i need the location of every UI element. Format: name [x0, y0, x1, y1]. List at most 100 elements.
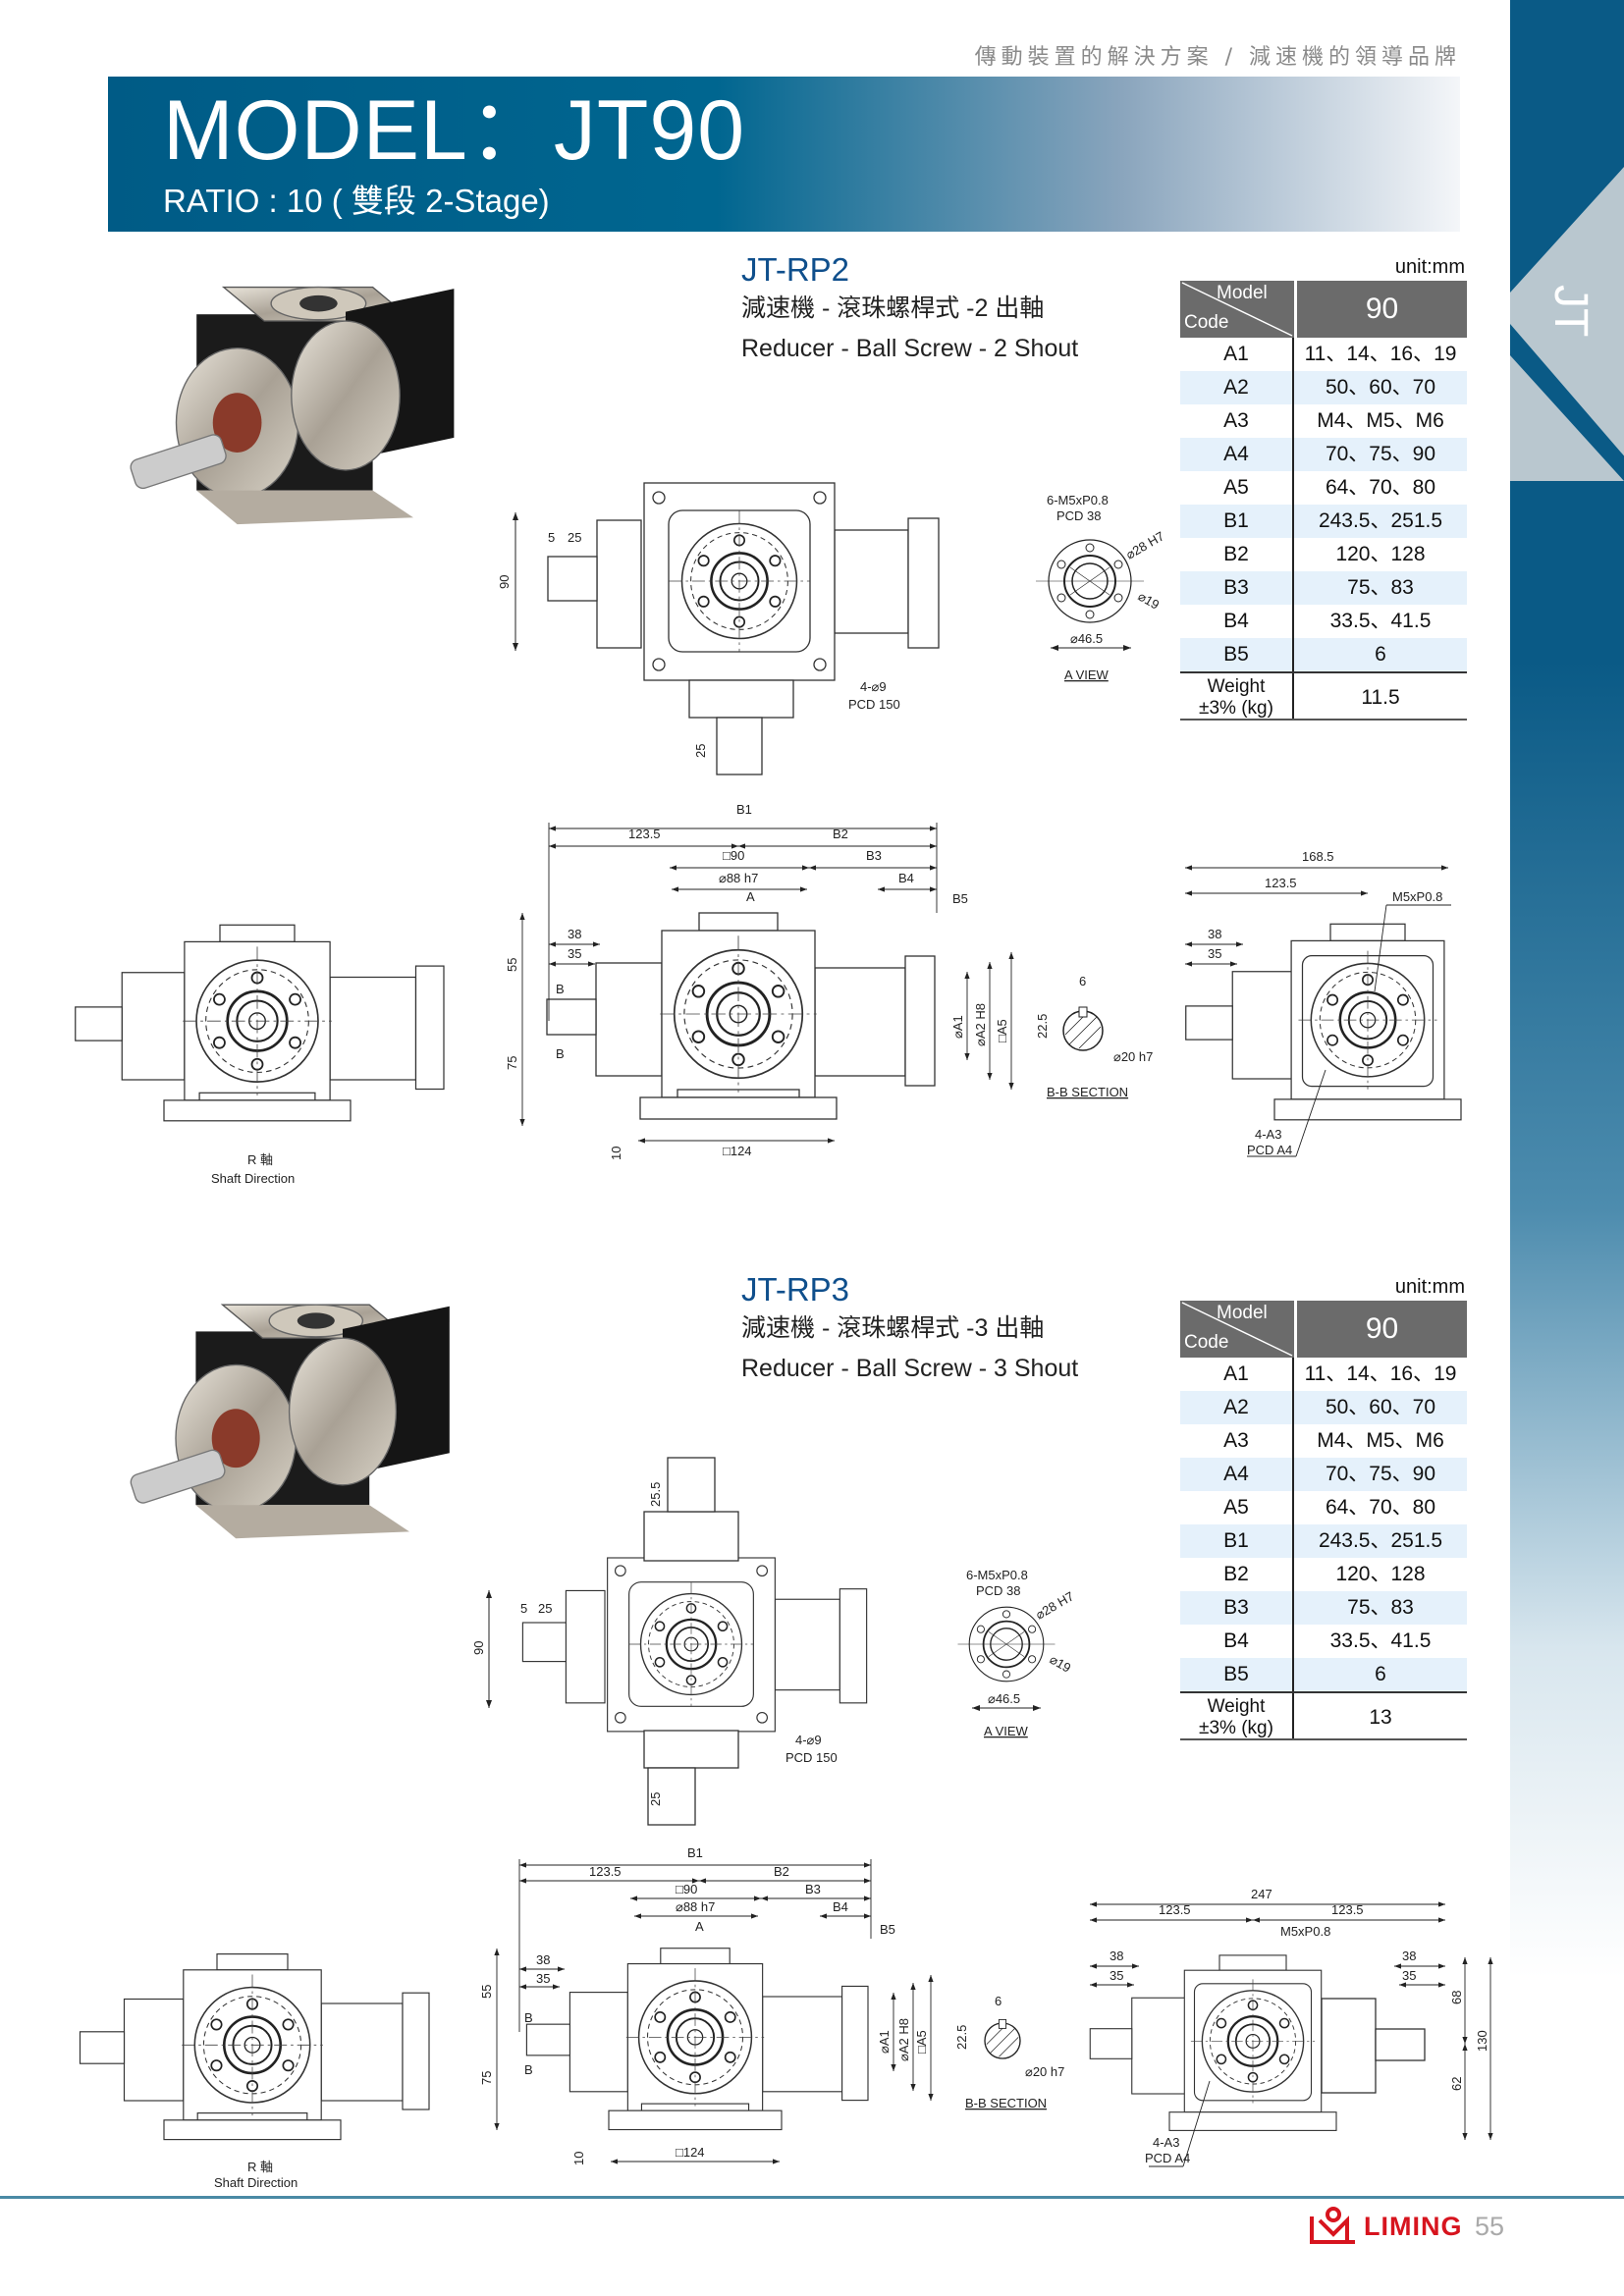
right-view-drawing: 247 123.5 123.5 M5xP0.8 38 35 38 35 68 1…: [1090, 1887, 1493, 2167]
unit-label: unit:mm: [1394, 256, 1465, 278]
model-value: 90: [1294, 1301, 1467, 1358]
dim-22-5: 22.5: [1035, 1014, 1050, 1039]
section-marker-b: B: [524, 2010, 533, 2025]
shaft-direction-label: Shaft Direction: [211, 1171, 295, 1186]
a-view-drawing: 6-M5xP0.8 PCD 38 ⌀28 H7 ⌀19 ⌀46.5 A VIEW: [956, 1568, 1076, 1738]
section-subtitle-en: Reducer - Ball Screw - 2 Shout: [741, 335, 1079, 362]
section-marker-b: B: [556, 982, 565, 996]
weight-value: 13: [1369, 1706, 1392, 1729]
dim-b2: B2: [774, 1864, 789, 1879]
dim-b5: B5: [952, 891, 968, 906]
weight-row: Weight±3% (kg)11.5: [1180, 671, 1467, 721]
section-marker-b: B: [556, 1046, 565, 1061]
product-photo: [128, 286, 456, 525]
value-cell: 75、83: [1347, 576, 1414, 599]
dim-square-124: □124: [676, 2145, 705, 2160]
holes-note: 4-A3: [1153, 2135, 1179, 2150]
pcd-note: PCD 150: [848, 697, 900, 712]
brand-name: LIMING: [1364, 2212, 1463, 2241]
dim-key-6: 6: [1079, 974, 1086, 988]
pcd-note: PCD 150: [785, 1750, 838, 1765]
dim-b5: B5: [880, 1922, 895, 1937]
product-photo: [128, 1304, 451, 1539]
code-cell: B4: [1180, 605, 1294, 638]
code-cell: B2: [1180, 538, 1294, 571]
dim-68: 68: [1449, 1991, 1464, 2004]
value-cell: 120、128: [1335, 543, 1426, 565]
value-cell: 11、14、16、19: [1304, 343, 1457, 365]
dim-a1: ⌀A1: [877, 2030, 892, 2054]
dim-123-5-left: 123.5: [1159, 1902, 1191, 1917]
code-cell: A4: [1180, 438, 1294, 471]
dim-dia-88: ⌀88 h7: [719, 871, 758, 885]
bb-section-view: 22.5 6 ⌀20 h7 B-B SECTION: [954, 1994, 1064, 2110]
dim-dia-88: ⌀88 h7: [676, 1899, 715, 1914]
dim-key-6: 6: [995, 1994, 1001, 2008]
section-code: JT-RP3: [741, 1271, 850, 1308]
pcd-note: PCD 38: [1056, 508, 1102, 523]
section-title: B-B SECTION: [1047, 1085, 1128, 1099]
section-subtitle-zh: 減速機 - 滾珠螺桿式 -3 出軸: [741, 1314, 1045, 1342]
tap-note: M5xP0.8: [1280, 1924, 1330, 1939]
value-cell: 70、75、90: [1325, 443, 1436, 465]
value-cell: M4、M5、M6: [1317, 409, 1444, 432]
dim-a5: □A5: [914, 2030, 929, 2054]
table-row: A4 70、75、90: [1180, 438, 1467, 471]
header-band: [108, 77, 1460, 232]
dim-38: 38: [536, 1952, 550, 1967]
value-cell: 243.5、251.5: [1318, 1529, 1443, 1552]
code-cell: A5: [1180, 1491, 1294, 1524]
dim-38-left: 38: [1110, 1949, 1123, 1963]
dim-shaft-length: 25: [648, 1792, 663, 1806]
dim-123-5-right: 123.5: [1331, 1902, 1364, 1917]
dim-top-shaft-length: 25.5: [648, 1482, 663, 1507]
value-cell: 64、70、80: [1325, 476, 1436, 499]
dim-key-length: 25: [538, 1601, 552, 1616]
section-title: B-B SECTION: [965, 2096, 1047, 2110]
dim-10: 10: [571, 2152, 586, 2165]
dim-dia-20: ⌀20 h7: [1113, 1049, 1153, 1064]
section-code: JT-RP2: [741, 251, 850, 288]
code-label: Code: [1184, 312, 1229, 333]
r-shaft-view: R 軸 Shaft Direction: [76, 925, 444, 1186]
dim-key-width: 5: [520, 1601, 527, 1616]
pcd-note: PCD 38: [976, 1583, 1021, 1598]
outer-dim: ⌀46.5: [1070, 631, 1103, 646]
weight-value: 11.5: [1361, 686, 1400, 709]
outer-dim: ⌀46.5: [988, 1691, 1020, 1706]
dim-height: 90: [471, 1641, 486, 1655]
shaft-dim: ⌀19: [1048, 1652, 1074, 1676]
liming-logo-icon: [1310, 2207, 1355, 2244]
value-cell: 75、83: [1347, 1596, 1414, 1619]
code-cell: B3: [1180, 571, 1294, 605]
model-value: 90: [1294, 281, 1467, 338]
side-dimension-view: B1 123.5 B2 □90 B3 ⌀88 h7 B4 B5 A 38 35 …: [505, 802, 1014, 1160]
dim-55: 55: [505, 958, 519, 972]
value-cell: 6: [1375, 1663, 1386, 1685]
dim-123-5: 123.5: [1265, 876, 1297, 890]
dim-38-right: 38: [1402, 1949, 1416, 1963]
dim-square-90: □90: [723, 848, 744, 863]
dim-35: 35: [1208, 946, 1221, 961]
dim-123-5: 123.5: [628, 827, 661, 841]
dim-75: 75: [505, 1056, 519, 1070]
view-marker-a: A: [695, 1919, 704, 1934]
dim-b3: B3: [805, 1882, 821, 1896]
dim-b4: B4: [898, 871, 914, 885]
section-subtitle-zh: 減速機 - 滾珠螺桿式 -2 出軸: [741, 294, 1045, 322]
section-subtitle-en: Reducer - Ball Screw - 3 Shout: [741, 1355, 1079, 1382]
dim-38: 38: [568, 927, 581, 941]
dim-62: 62: [1449, 2077, 1464, 2091]
tap-note: 6-M5xP0.8: [966, 1568, 1028, 1582]
tagline: 傳動裝置的解決方案 / 減速機的領導品牌: [974, 45, 1461, 70]
code-cell: A2: [1180, 1391, 1294, 1424]
holes-note: 4-A3: [1255, 1127, 1281, 1142]
